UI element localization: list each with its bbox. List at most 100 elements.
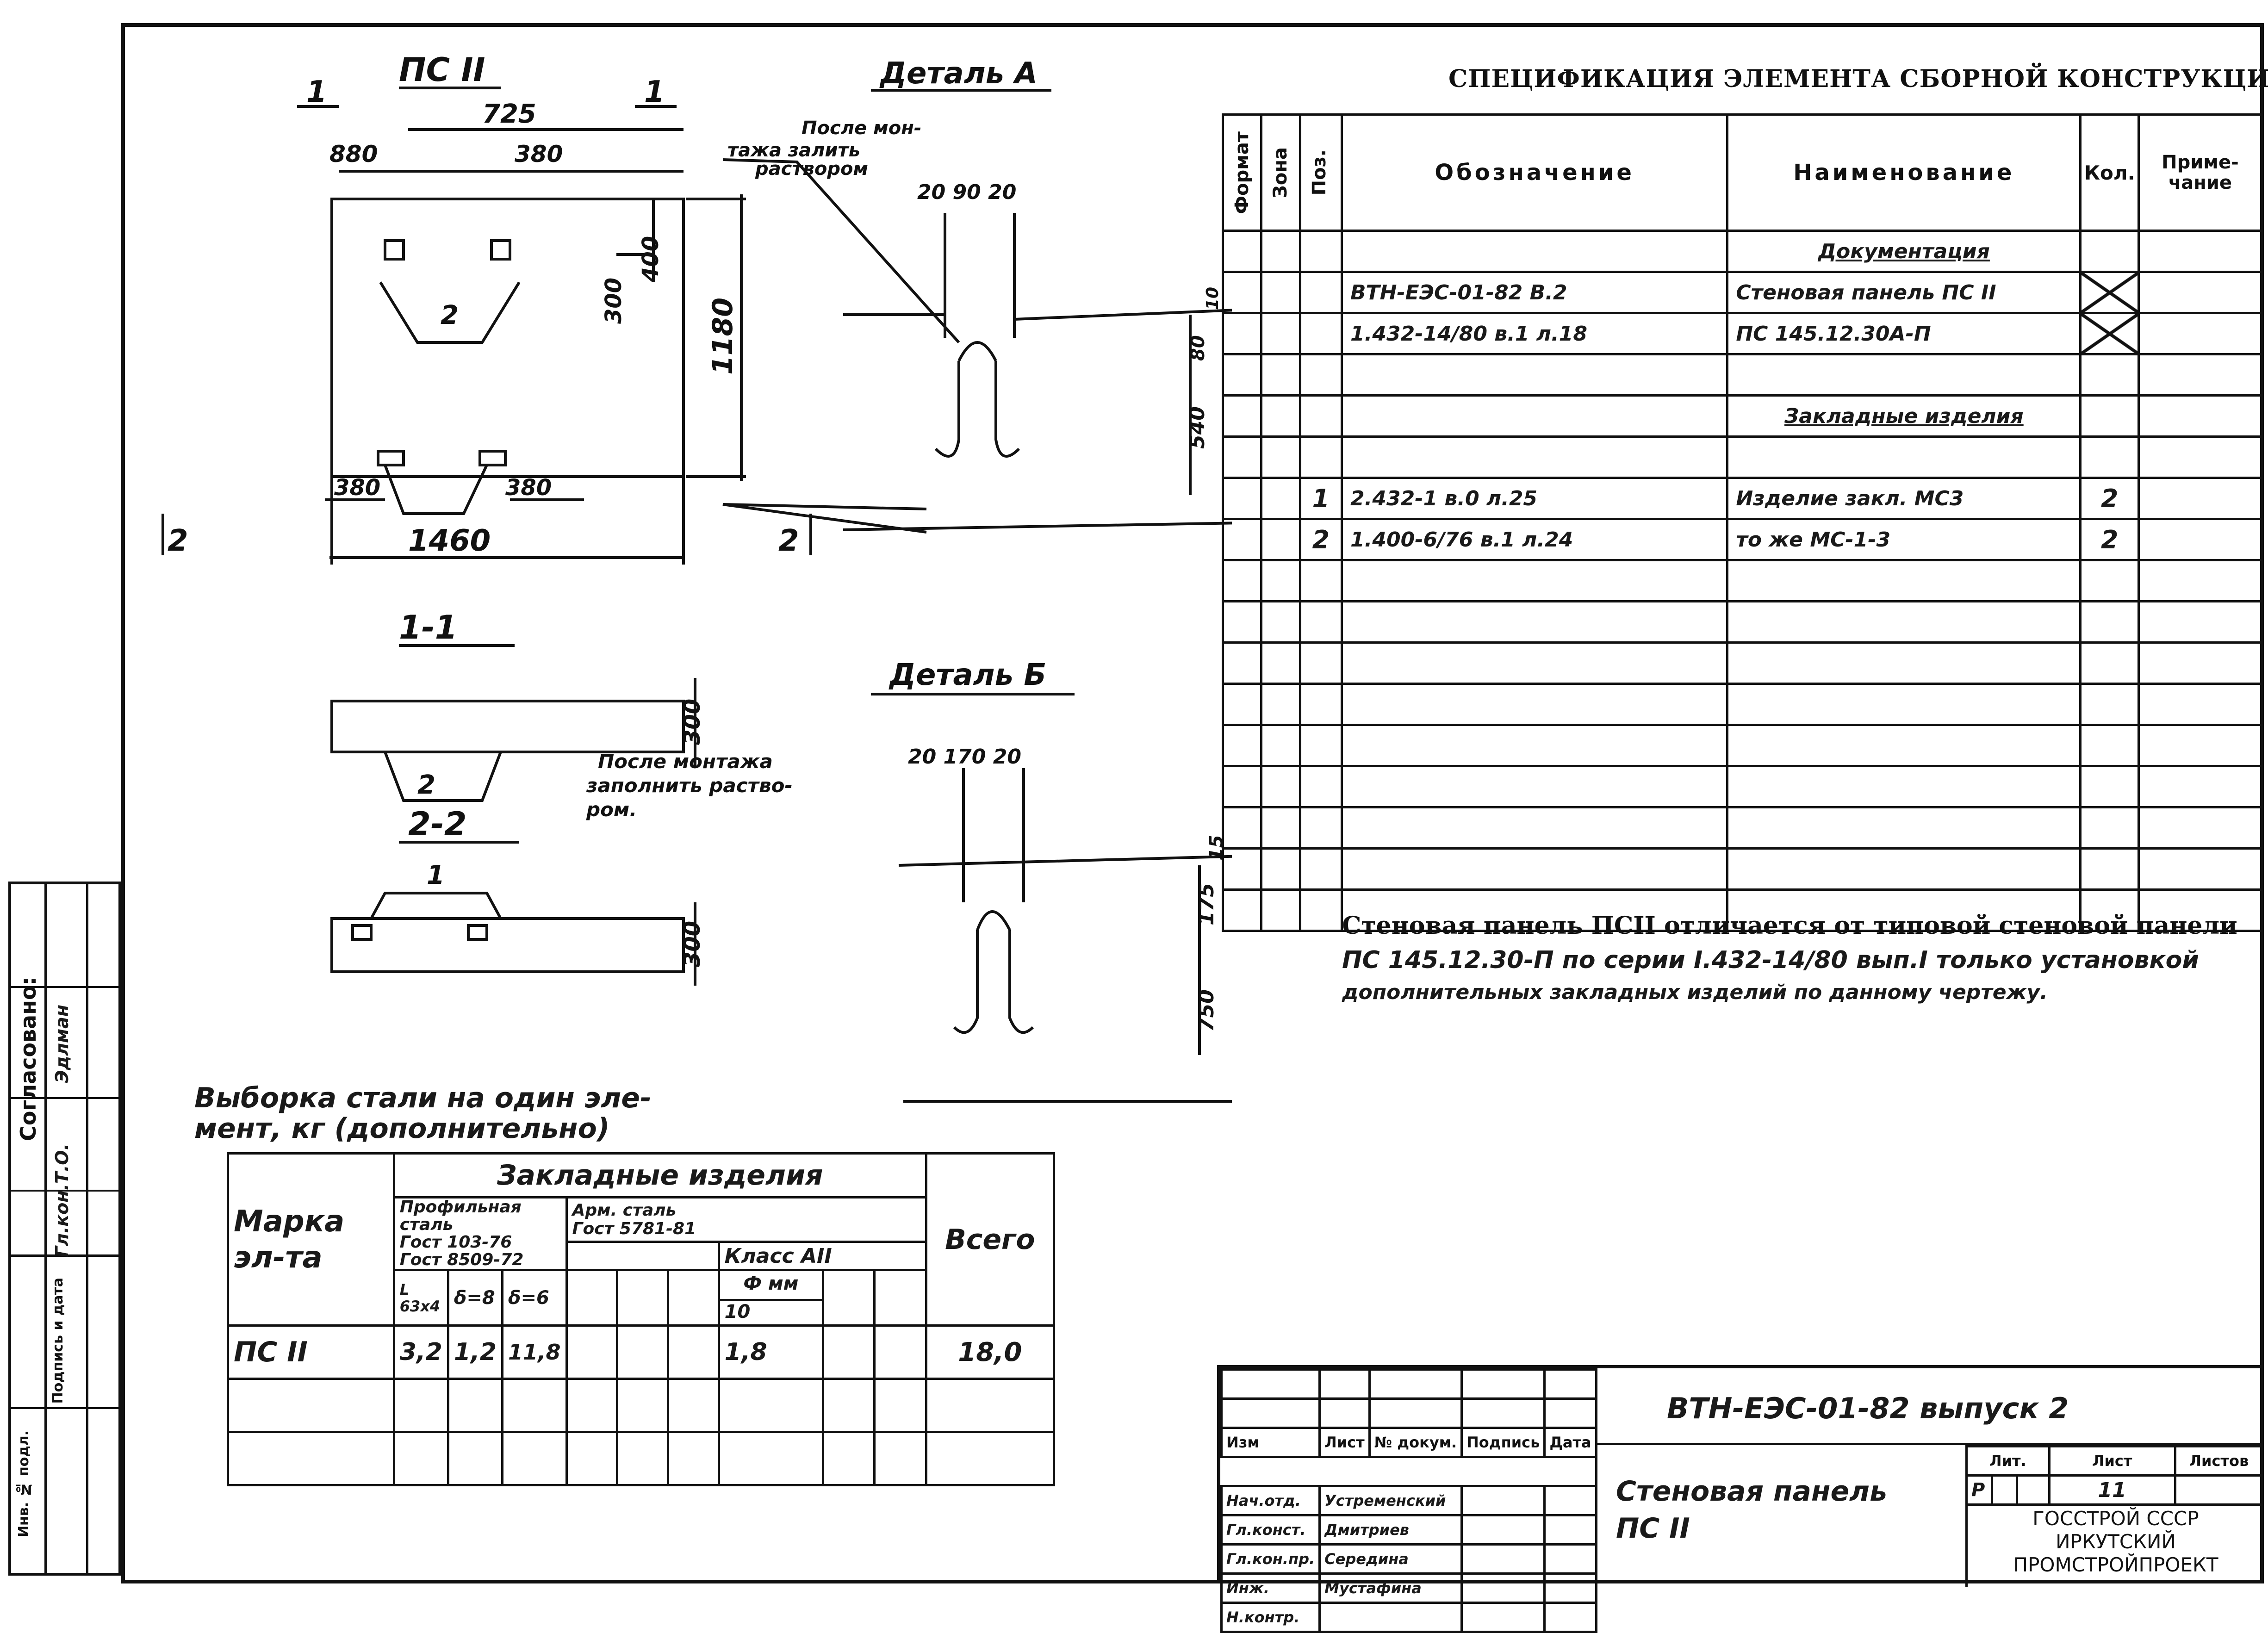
steel-total-header: Всего [925,1152,1056,1327]
tb-product-name: Стеновая панель ПС II [1616,1475,1888,1545]
note-b-line-2: заполнить раство- [586,774,793,797]
spec-empty-row [1221,847,2263,891]
dim-1180: 1180 [707,298,739,375]
spec-empty-row [1221,888,2263,932]
spec-title: СПЕЦИФИКАЦИЯ ЭЛЕМЕНТА СБОРНОЙ КОНСТРУКЦИ… [1448,65,2268,93]
tb-r5-role: Н.контр. [1220,1602,1321,1633]
tb-r2-name: Дмитриев [1318,1514,1463,1546]
spec-qty-crossed [2079,271,2140,314]
steel-dia-header: Ф мм 10 [717,1269,825,1327]
col-pos: Поз. [1308,149,1330,196]
tb-lit-header: Лит. [1965,1445,2051,1477]
note-paragraph: Стеновая панель ПСII отличается от типов… [1342,912,2244,1004]
section-1-1: 1-1 [399,608,457,646]
plan-part-2: 2 [441,300,459,330]
dim-300-s1: 300 [679,699,705,745]
side-entry-2: Эдлман [52,1005,72,1083]
steel-profile-header: Профильная сталь Гост 103-76 Гост 8509-7… [392,1196,568,1271]
tb-sheet-value: 11 [2048,1474,2176,1506]
spec-name [1726,353,2082,397]
spec-pos: 2 [1299,518,1343,561]
spec-name: Документация [1726,230,2082,273]
spec-empty-row [1221,806,2263,850]
detail-b-750: 750 [1195,989,1218,1032]
detail-a-dims: 20 90 20 [917,180,1016,204]
steel-title: Выборка стали на один эле- мент, кг (доп… [194,1082,652,1145]
tb-col-list: Лист [1318,1427,1371,1458]
spec-designation [1341,230,1729,273]
spec-row: Закладные изделия [1221,394,2263,438]
spec-name: ПС 145.12.30А-П [1726,312,2082,355]
spec-name: Стеновая панель ПС II [1726,271,2082,314]
spec-empty-row [1221,765,2263,808]
col-format: Формат [1231,131,1253,214]
detail-a-title: Деталь А [879,56,1038,91]
detail-a-10: 10 [1203,287,1222,310]
tb-col-doc: № докум. [1368,1427,1463,1458]
spec-name: Изделие закл. МС3 [1726,477,2082,520]
spec-pos: 1 [1299,477,1343,520]
tb-sheets-header: Листов [2174,1445,2264,1477]
sign-date-label: Подпись и дата [50,1278,66,1404]
spec-row [1221,353,2263,397]
spec-empty-row [1221,724,2263,767]
spec-empty-row [1221,641,2263,685]
spec-designation: 2.432-1 в.0 л.25 [1341,477,1729,520]
spec-designation: ВТН-ЕЭС-01-82 В.2 [1341,271,1729,314]
steel-dia-label: Ф мм [720,1273,822,1301]
col-note: Приме- чание [2137,113,2263,232]
title-block-revisions: Изм Лист № докум. Подпись Дата Нач.отд.У… [1220,1368,1597,1633]
col-qty: Кол. [2079,113,2140,232]
tb-r4-name: Мустафина [1318,1572,1463,1604]
tb-r4-role: Инж. [1220,1572,1321,1604]
steel-empty-row [227,1431,1056,1486]
note-after-install: После мон- тажа залить раствором [727,118,928,180]
note-line-3: дополнительных закладных изделий по данн… [1342,981,2048,1004]
steel-dia-10: 10 [724,1301,751,1323]
title-psii: ПС II [399,51,485,89]
cut-2-left: 2 [168,524,188,558]
spec-pos [1299,312,1343,355]
note-line-1: Стеновая панель ПСII отличается от типов… [1342,912,2237,940]
tb-col-izm: Изм [1220,1427,1321,1458]
tb-r3-name: Середина [1318,1543,1463,1575]
spec-pos [1299,353,1343,397]
spec-row [1221,435,2263,479]
spec-designation [1341,353,1729,397]
cut-1-right: 1 [644,75,665,109]
spec-qty [2079,394,2140,438]
steel-row-mark: ПС II [227,1324,395,1380]
note-b-line-3: ром. [586,798,637,821]
note-b-line-1: После монтажа [598,750,773,773]
steel-sub-d6: δ=6 [501,1269,568,1327]
spec-header-row: Формат Зона Поз. Обозначение Наименовани… [1221,113,2263,232]
steel-data-row: ПС II 3,2 1,2 11,8 1,8 18,0 [227,1324,1056,1380]
detail-b-dims: 20 170 20 [908,745,1021,769]
dim-880: 880 [329,141,378,168]
tb-r1-role: Нач.отд. [1220,1485,1321,1516]
tb-org: ГОССТРОЙ СССР ИРКУТСКИЙ ПРОМСТРОЙПРОЕКТ [2013,1507,2218,1576]
drawing-frame [121,23,2264,1583]
detail-a-80: 80 [1187,335,1209,361]
spec-table: Формат Зона Поз. Обозначение Наименовани… [1221,113,2263,932]
dim-400: 400 [638,236,664,283]
spec-pos [1299,271,1343,314]
tb-sheet-info: Лит. Лист Листов Р 11 [1965,1445,2264,1506]
dim-380-bl: 380 [334,475,380,501]
spec-designation [1341,394,1729,438]
spec-empty-row [1221,683,2263,726]
steel-sub-l: L 63x4 [392,1269,449,1327]
steel-row-v2: 1,2 [447,1324,504,1380]
steel-mark-header: Марка эл-та [227,1152,395,1327]
tb-r3-role: Гл.кон.пр. [1220,1543,1321,1575]
spec-pos [1299,435,1343,479]
steel-sub-d8: δ=8 [447,1269,504,1327]
tb-r2-role: Гл.конст. [1220,1514,1321,1546]
note-a-line-2: тажа залить [727,140,860,161]
steel-empty-row [227,1378,1056,1433]
spec-qty [2079,435,2140,479]
tb-sheet-header: Лист [2048,1445,2176,1477]
